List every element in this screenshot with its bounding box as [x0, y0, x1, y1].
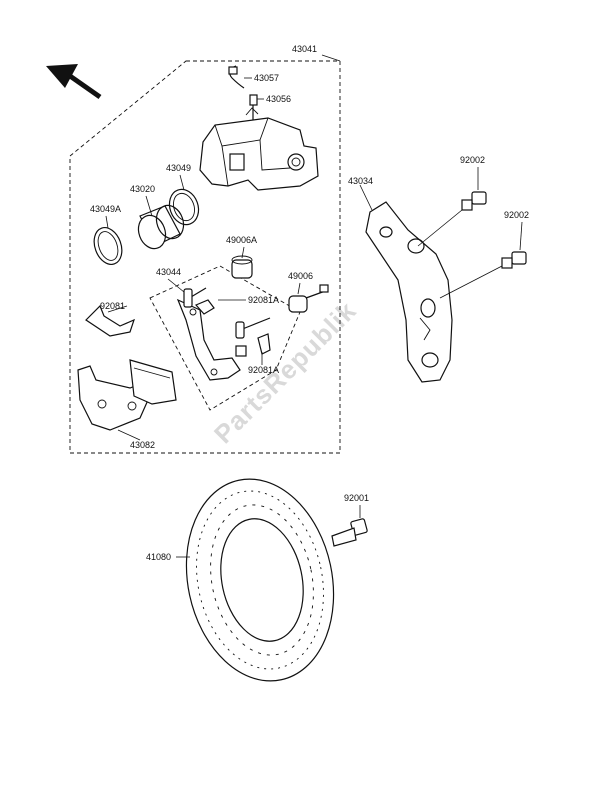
- piston-part: [137, 204, 185, 250]
- spring-a-bottom-part: [257, 333, 271, 355]
- caliper-body-part: [199, 107, 319, 191]
- bolt-upper-part: [417, 191, 487, 247]
- brake-disc-part: [185, 478, 335, 682]
- holder-frame: [149, 265, 301, 411]
- pads-part: [77, 359, 177, 431]
- cap-part: [228, 65, 245, 89]
- label-bracket: 43034: [348, 176, 373, 186]
- part-labels: 43041 43057 43056 43049 43020 43049A 490…: [90, 44, 529, 562]
- label-piston: 43020: [130, 184, 155, 194]
- label-bolt-upper: 92002: [460, 155, 485, 165]
- boot-a-part: [231, 255, 253, 279]
- bleed-valve-part: [249, 94, 258, 120]
- caliper-assembly-frame: [69, 60, 341, 454]
- label-disc: 41080: [146, 552, 171, 562]
- label-boot: 49006: [288, 271, 313, 281]
- holder-part: [176, 287, 271, 381]
- label-seal: 43049: [166, 163, 191, 173]
- bracket-part: [365, 201, 453, 383]
- bolt-lower-part: [439, 251, 527, 299]
- label-caliper-assy: 43041: [292, 44, 317, 54]
- boot-part: [288, 284, 329, 313]
- label-disc-bolt: 92001: [344, 493, 369, 503]
- label-bleed-valve: 43056: [266, 94, 291, 104]
- spring-a-top-part: [194, 299, 215, 315]
- front-arrow-icon: [46, 64, 102, 100]
- label-spring-a-bottom: 92081A: [248, 365, 279, 375]
- label-spring: 92081: [100, 301, 125, 311]
- seal-part: [168, 188, 200, 226]
- label-dust-seal: 43049A: [90, 204, 121, 214]
- label-spring-a-top: 92081A: [248, 295, 279, 305]
- label-bolt-lower: 92002: [504, 210, 529, 220]
- label-cap: 43057: [254, 73, 279, 83]
- disc-bolt-part: [331, 518, 368, 547]
- leader-lines: [105, 54, 523, 558]
- dust-seal-part: [93, 227, 123, 265]
- spring-part: [85, 304, 135, 337]
- label-pads: 43082: [130, 440, 155, 450]
- label-holder: 43044: [156, 267, 181, 277]
- label-boot-a: 49006A: [226, 235, 257, 245]
